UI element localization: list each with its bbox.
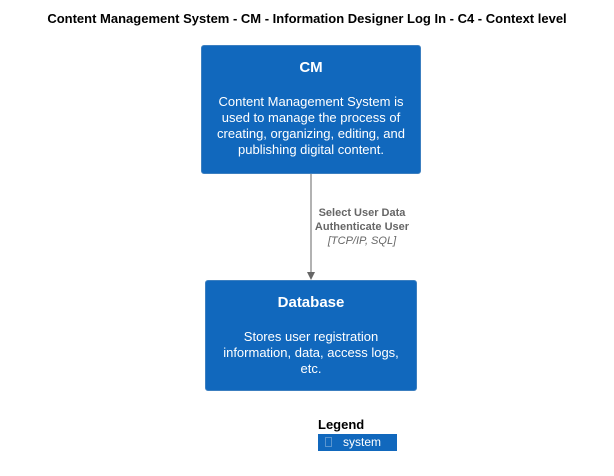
relationship-label: Select User Data Authenticate User [TCP/… (272, 206, 452, 248)
legend-swatch-icon (325, 437, 332, 447)
system-name: Database (277, 294, 345, 311)
relationship-technology: [TCP/IP, SQL] (327, 235, 397, 247)
relationship-line-1: Select User Data (318, 207, 406, 219)
diagram-title: Content Management System - CM - Informa… (47, 11, 567, 26)
legend-item-system: system (318, 434, 397, 451)
arrow-head (307, 272, 315, 280)
system-cm[interactable]: CM Content Management System is used to … (201, 45, 421, 174)
system-description: Content Management System is used to man… (217, 94, 405, 157)
system-description: Stores user registration information, da… (223, 329, 399, 376)
system-name: CM (299, 59, 323, 76)
legend-item-label: system (343, 435, 382, 449)
relationship-line-2: Authenticate User (314, 221, 410, 233)
legend: Legend system (318, 416, 397, 451)
system-database[interactable]: Database Stores user registration inform… (205, 280, 417, 391)
legend-title: Legend (318, 417, 365, 432)
